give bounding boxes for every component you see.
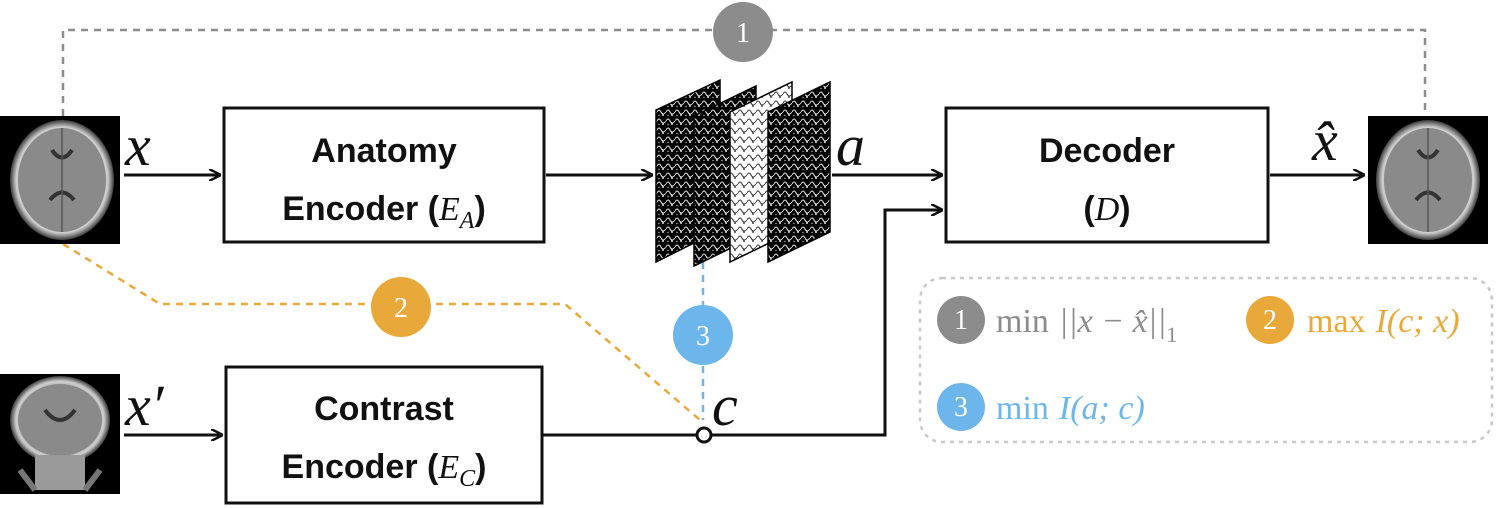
contrast-encoder-box xyxy=(224,365,544,505)
contrast-encoder-subtitle: Encoder (EC) xyxy=(282,448,487,492)
svg-text:2: 2 xyxy=(394,293,408,324)
c-junction-node xyxy=(695,426,713,444)
output-axial-image xyxy=(1368,116,1488,244)
badge-2: 2 xyxy=(371,277,431,337)
svg-text:2: 2 xyxy=(1263,305,1277,336)
symbol-a: a xyxy=(836,113,865,178)
legend-item-1: 1 min||x − x̂||1 xyxy=(937,296,1177,347)
symbol-x-hat: x̂ xyxy=(1311,108,1338,173)
anatomy-encoder-title: Anatomy xyxy=(311,132,457,170)
anatomy-encoder-subtitle: Encoder (EA) xyxy=(282,190,486,234)
decoder-title: Decoder xyxy=(1039,132,1175,170)
svg-text:min||x − x̂||1: min||x − x̂||1 xyxy=(996,303,1177,347)
svg-text:3: 3 xyxy=(954,392,968,423)
decoder-box xyxy=(944,106,1270,244)
svg-text:3: 3 xyxy=(696,321,710,352)
loss2-dashed-path xyxy=(62,242,701,421)
arrow-c-to-decoder xyxy=(711,210,942,437)
anatomy-encoder-box xyxy=(222,106,546,244)
svg-text:1: 1 xyxy=(954,305,968,336)
svg-text:1: 1 xyxy=(736,18,750,49)
anatomy-feature-maps xyxy=(655,78,831,268)
symbol-x-prime: x′ xyxy=(124,373,165,438)
decoder-subtitle: (D) xyxy=(1083,190,1130,228)
badge-1: 1 xyxy=(713,2,773,62)
legend-box xyxy=(918,276,1494,444)
symbol-x: x xyxy=(124,113,151,178)
input-axial-image xyxy=(0,116,120,244)
badge-3: 3 xyxy=(673,305,733,365)
symbol-c: c xyxy=(712,373,738,438)
contrast-encoder-title: Contrast xyxy=(314,390,454,428)
input-coronal-image xyxy=(0,374,120,494)
